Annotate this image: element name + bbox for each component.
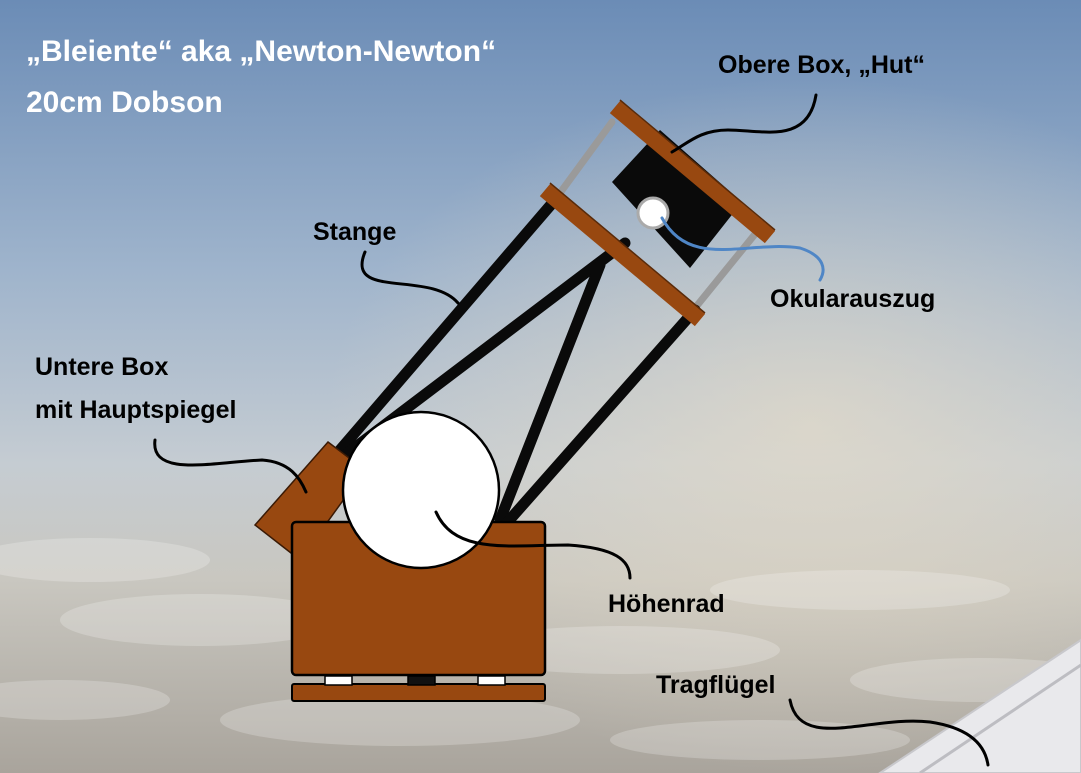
label-okularauszug: Okularauszug	[770, 285, 935, 313]
label-tragfluegel: Tragflügel	[656, 671, 775, 699]
upper-struts	[556, 118, 764, 312]
base-feet	[324, 675, 506, 686]
label-stange: Stange	[313, 218, 396, 246]
leader-stange	[360, 250, 460, 305]
leader-okularauszug	[660, 216, 825, 282]
truss-struts	[334, 194, 701, 531]
wing-edge	[919, 663, 1081, 773]
label-hoehenrad: Höhenrad	[608, 590, 725, 618]
eyepiece-focuser-icon	[636, 196, 670, 230]
leader-obere-box	[670, 93, 818, 154]
label-obere-box: Obere Box, „Hut“	[718, 51, 925, 79]
upper-box-ring-outline	[549, 99, 776, 314]
label-untere-box-1: Untere Box	[35, 353, 168, 381]
leader-tragfluegel	[788, 698, 990, 767]
aircraft-wing	[878, 638, 1081, 773]
title-line-2: 20cm Dobson	[26, 86, 223, 119]
base-plate	[291, 683, 546, 702]
upper-tube	[612, 130, 742, 268]
leader-hoehenrad	[434, 510, 632, 580]
leader-untere-box	[153, 438, 308, 494]
altitude-wheel	[341, 410, 501, 570]
title-line-1: „Bleiente“ aka „Newton-Newton“	[26, 35, 496, 68]
label-untere-box-2: mit Hauptspiegel	[35, 396, 236, 424]
upper-box-rings	[539, 100, 776, 327]
